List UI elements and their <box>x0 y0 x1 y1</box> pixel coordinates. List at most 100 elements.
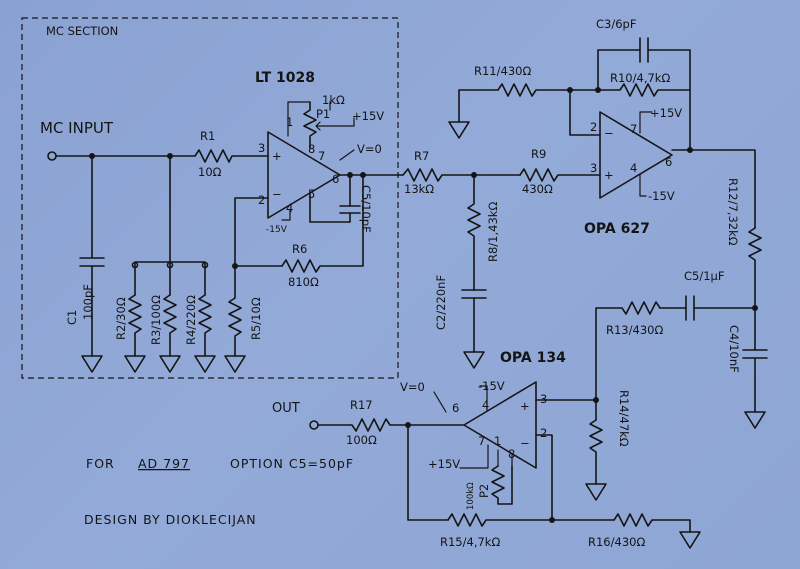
c3-label: C3/6pF <box>596 17 636 31</box>
u3-feedback-wire <box>407 424 449 521</box>
u3-pos-supply: +15V <box>428 457 460 471</box>
r6-resistor <box>281 174 364 273</box>
u3-inverting-wire <box>535 434 553 521</box>
r7-value: 13kΩ <box>404 182 434 196</box>
r14-ground-icon <box>585 483 607 501</box>
u2-pin3: 3 <box>590 161 597 175</box>
r14-label: R14/47kΩ <box>617 390 631 447</box>
c5-capacitor <box>309 174 361 223</box>
u3-opamp-symbol <box>463 381 537 469</box>
u2-inverting-wire <box>569 89 601 136</box>
r7-resistor <box>402 168 521 182</box>
out-jack[interactable] <box>309 420 319 430</box>
c3-capacitor <box>597 37 691 91</box>
mc-input-jack[interactable] <box>47 151 57 161</box>
u1-neg-supply: -15V <box>266 225 288 235</box>
r-bank-wire <box>134 155 206 296</box>
u2-pin2: 2 <box>590 120 597 134</box>
u2-title: OPA 627 <box>584 221 650 237</box>
r5-ground-icon <box>224 355 246 373</box>
r3-ground-icon <box>159 355 181 373</box>
u2-pos-supply-wire <box>639 111 653 134</box>
p1-potentiometer <box>303 101 317 149</box>
r15-label: R15/4,7kΩ <box>440 535 500 549</box>
u1-supply-neg <box>281 209 291 221</box>
p1-wire <box>287 101 331 137</box>
r4-label: R4/220Ω <box>184 295 198 345</box>
r-bank-jumper-1[interactable] <box>131 261 139 269</box>
c2-ground-icon <box>463 351 485 369</box>
u1-opamp-symbol <box>267 131 341 219</box>
u3-pin7: 7 <box>478 434 485 448</box>
r11-ground-icon <box>448 121 470 139</box>
r1-resistor <box>194 149 263 163</box>
u3-minus-sign: − <box>520 436 530 450</box>
u1-title: LT 1028 <box>255 70 315 86</box>
r15-r16-node <box>549 517 555 523</box>
u1-feedback-wire <box>234 197 283 267</box>
u3-pin2: 2 <box>540 426 547 440</box>
u1-pin6: 6 <box>332 172 339 186</box>
r2-resistor <box>128 294 142 357</box>
u2-minus-sign: − <box>604 126 614 140</box>
r4-ground-icon <box>194 355 216 373</box>
note-option-part: AD 797 <box>138 456 190 471</box>
p2-wire <box>497 449 513 467</box>
design-credit: DESIGN BY DIOKLECIJAN <box>84 512 257 527</box>
u3-pin3: 3 <box>540 392 547 406</box>
note-option-rest: OPTION C5=50pF <box>230 456 354 471</box>
r8-resistor <box>467 174 481 291</box>
r10-label: R10/4,7kΩ <box>610 71 670 85</box>
u2-neg-supply-wire <box>639 174 647 197</box>
r11-label: R11/430Ω <box>474 64 531 78</box>
c4-capacitor <box>742 307 768 413</box>
u2-plus-sign: + <box>604 168 614 182</box>
c4-label: C4/10nF <box>727 325 741 373</box>
u2-neg-supply: -15V <box>648 189 675 203</box>
r12-resistor <box>748 227 762 309</box>
r16-ground-icon <box>679 531 701 549</box>
r11-resistor <box>458 83 571 123</box>
r9-value: 430Ω <box>522 182 553 196</box>
c2-capacitor <box>461 289 487 353</box>
u2-pin6: 6 <box>665 155 672 169</box>
r1-value: 10Ω <box>198 165 222 179</box>
c5b-label: C5/1μF <box>684 269 724 283</box>
u2-output-node <box>687 147 693 153</box>
p2-potentiometer <box>491 465 513 505</box>
u3-pin4: 4 <box>482 398 489 412</box>
r2-ground-icon <box>124 355 146 373</box>
u1-pin1: 1 <box>286 115 293 129</box>
mc-input-label: MC INPUT <box>40 119 114 137</box>
u2-pos-supply: +15V <box>650 106 682 120</box>
u1-pin3: 3 <box>258 141 265 155</box>
r2-label: R2/30Ω <box>114 297 128 340</box>
c1-label: C1 <box>65 310 79 325</box>
r1-name: R1 <box>200 129 215 143</box>
c1-value-label: 100pF <box>81 284 95 320</box>
r-bank-jumper-2[interactable] <box>166 261 174 269</box>
r6-value: 810Ω <box>288 275 319 289</box>
v0-u1-probe <box>339 149 355 161</box>
u1-pin2: 2 <box>258 193 265 207</box>
p2-name: P2 <box>477 484 491 498</box>
r17-resistor <box>317 418 409 432</box>
r7-name: R7 <box>414 149 429 163</box>
r15-resistor <box>447 513 615 527</box>
p1-name: P1 <box>316 107 330 121</box>
c2-label: C2/220nF <box>434 275 448 330</box>
c1-ground-icon <box>81 355 103 373</box>
u1-pos-supply: +15V <box>352 109 384 123</box>
u1-minus-sign: − <box>272 187 282 201</box>
r16-resistor <box>613 513 691 533</box>
u2-output-wire <box>671 149 756 229</box>
r8-label: R8/1,43kΩ <box>486 202 500 262</box>
note-option-prefix: FOR <box>86 456 115 471</box>
u3-title: OPA 134 <box>500 350 566 366</box>
out-label: OUT <box>272 401 300 416</box>
r-bank-jumper-3[interactable] <box>201 261 209 269</box>
p1-value: 1kΩ <box>322 93 345 107</box>
v0-u1-label: V=0 <box>357 142 382 156</box>
u1-pin5: 5 <box>308 187 315 201</box>
